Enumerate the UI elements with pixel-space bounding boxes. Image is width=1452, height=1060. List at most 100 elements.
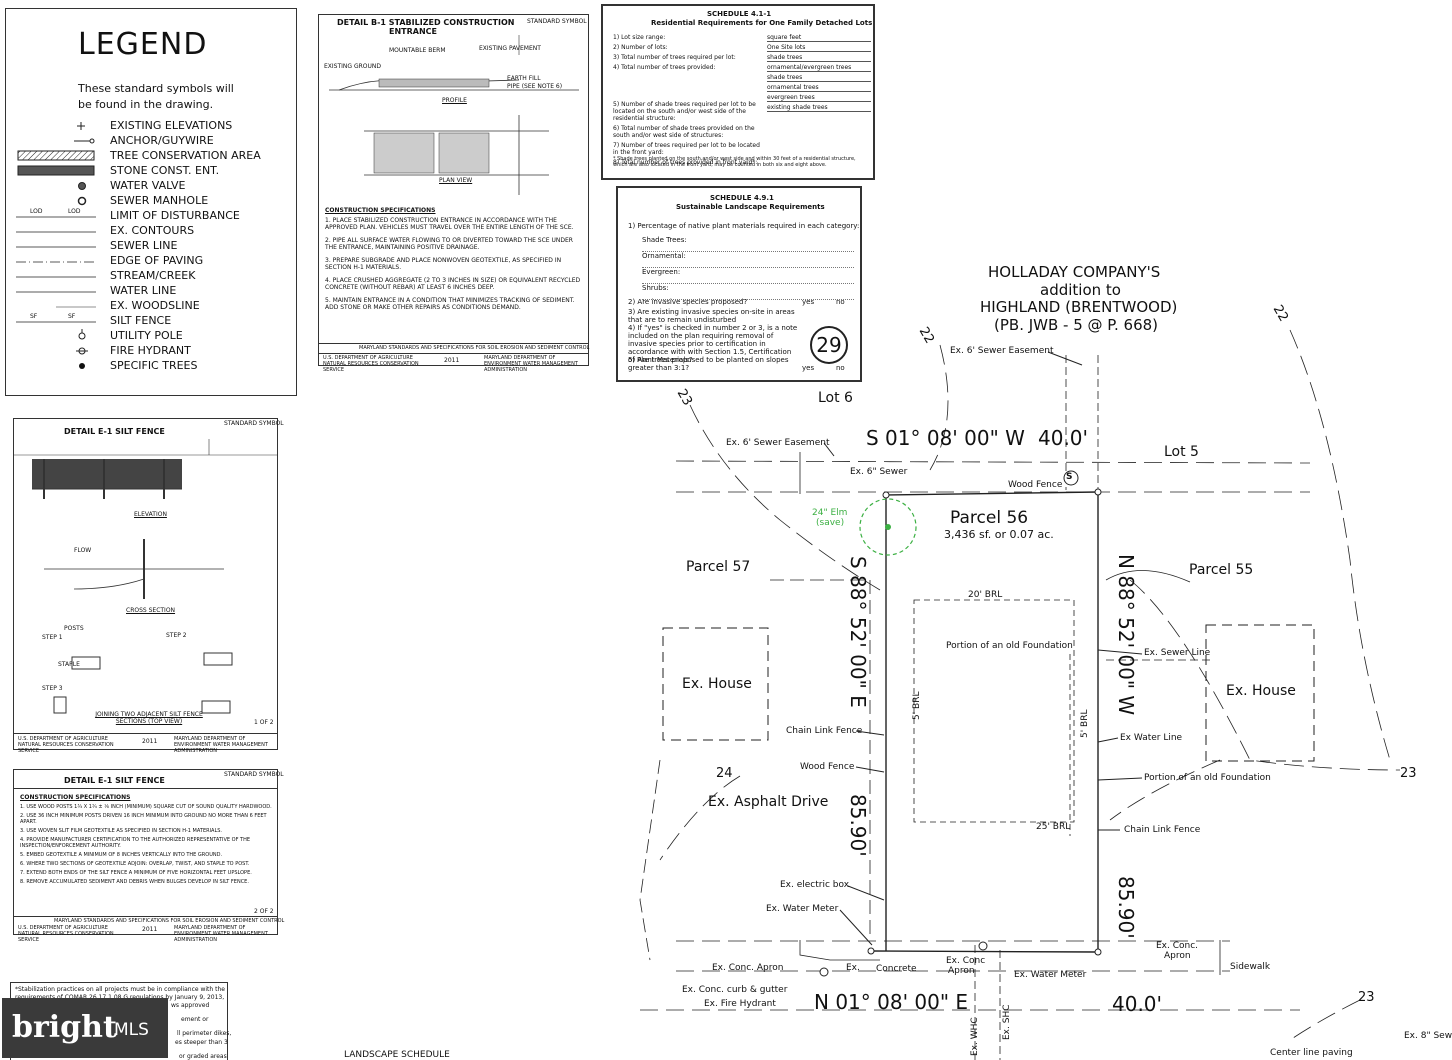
legend-item-label: STREAM/CREEK — [110, 269, 196, 282]
schedule-491-q5: 5) Are trees proposed to be planted on s… — [628, 356, 789, 372]
detail-e1-sheet-2: DETAIL E-1 SILT FENCE STANDARD SYMBOL CO… — [13, 769, 284, 943]
fire-hydrant-label: Ex. Fire Hydrant — [704, 999, 776, 1009]
bearing-right: N 88° 52' 00" W — [1114, 554, 1138, 716]
conc-apron-mid-label-2: Apron — [948, 966, 975, 976]
schedule-411-title-2: Residential Requirements for One Family … — [651, 19, 873, 27]
brl-box — [913, 599, 1075, 823]
schedule-491-no-1: no — [836, 298, 845, 306]
legend-line-tag: SF — [68, 313, 76, 320]
wood-fence-top-label: Wood Fence — [1008, 480, 1063, 490]
schedule-row: 3) Total number of trees required per lo… — [613, 54, 736, 61]
conc-apron-left-label: Ex. Conc. Apron — [712, 963, 784, 973]
note-line-1: *Stabilization practices on all projects… — [15, 986, 225, 993]
legend-item: UTILITY POLE — [6, 329, 296, 344]
schedule-right-cell: One Site lots — [767, 44, 871, 52]
ex-sewer-line-label: Ex. Sewer Line — [1144, 648, 1211, 658]
detail-e1-posts: POSTS — [64, 625, 84, 632]
detail-e1-title: DETAIL E-1 SILT FENCE — [64, 427, 165, 436]
ex-house-left-outline — [662, 627, 769, 741]
schedule-491-intro: 1) Percentage of native plant materials … — [628, 222, 860, 230]
legend-item-label: EDGE OF PAVING — [110, 254, 204, 267]
schedule-right-cell: square feet — [767, 34, 871, 42]
detail-e1b-page: 2 OF 2 — [254, 908, 274, 915]
detail-e1b-footer-top: MARYLAND STANDARDS AND SPECIFICATIONS FO… — [54, 918, 285, 924]
note-line-2: requirements of COMAR 26.17.1.08 G regul… — [15, 994, 225, 1001]
dot-icon — [16, 359, 96, 374]
legend-item-label: FIRE HYDRANT — [110, 344, 191, 357]
schedule-491-categories: Shade Trees:Ornamental:Evergreen:Shrubs: — [642, 236, 854, 300]
schedule-right-cell: evergreen trees — [767, 94, 871, 102]
detail-e1-elevation: ELEVATION — [134, 511, 167, 518]
detail-e1b-title: DETAIL E-1 SILT FENCE — [64, 776, 165, 785]
legend-item: FIRE HYDRANT — [6, 344, 296, 359]
note-line-4: ement or — [181, 1016, 209, 1023]
schedule-411-rows: 1) Lot size range:2) Number of lots:3) T… — [613, 34, 763, 169]
detail-e1-footer: U.S. DEPARTMENT OF AGRICULTURE NATURAL R… — [14, 733, 278, 754]
schedule-row: 8) Total number of trees provided in fro… — [613, 159, 758, 166]
foundation-top-label: Portion of an old Foundation — [946, 641, 1073, 651]
legend-subtitle: These standard symbols will be found in … — [78, 81, 234, 113]
schedule-491-category: Evergreen: — [642, 268, 854, 284]
elm-tree-trunk — [885, 524, 891, 530]
ex-water-line-label: Ex Water Line — [1120, 733, 1183, 743]
curb-gutter-label: Ex. Conc. curb & gutter — [682, 985, 788, 995]
list-item: 1. USE WOOD POSTS 1¾ X 1¾ ± ⅛ INCH (MINI… — [20, 804, 272, 810]
boundary-south — [869, 950, 1099, 953]
detail-b1-pipe: PIPE (SEE NOTE 6) — [507, 83, 563, 90]
legend-item: SEWER MANHOLE — [6, 194, 296, 209]
plat-title-line3: HIGHLAND (BRENTWOOD) — [980, 298, 1178, 316]
stone-icon — [16, 164, 96, 179]
ex-house-right-label: Ex. House — [1226, 683, 1296, 699]
distance-left: 85.90' — [846, 794, 870, 857]
detail-b1-sheet: DETAIL B-1 STABILIZED CONSTRUCTION ENTRA… — [318, 14, 589, 373]
anchor-icon — [16, 134, 96, 149]
note-line-5: ll perimeter dikes, — [177, 1030, 232, 1037]
detail-b1-title-2: ENTRANCE — [389, 27, 437, 36]
elm-save-label: (save) — [816, 518, 845, 528]
concrete-label: Concrete — [876, 964, 917, 974]
legend-subtitle-line1: These standard symbols will — [78, 82, 234, 95]
schedule-right-cell: shade trees — [767, 54, 871, 62]
center-line-label: Center line paving — [1270, 1048, 1353, 1058]
legend-item: EXISTING ELEVATIONS — [6, 119, 296, 134]
brl-5-left-label: 5' BRL — [912, 691, 922, 720]
valve-icon — [16, 179, 96, 194]
detail-e1-step3: STEP 3 — [42, 685, 63, 692]
schedule-491-yes-1: yes — [802, 298, 815, 306]
detail-e1-drawing — [14, 439, 278, 714]
legend-item: ANCHOR/GUYWIRE — [6, 134, 296, 149]
line-icon — [16, 239, 96, 254]
distance-right: 85.90' — [1114, 876, 1138, 939]
detail-e1-footer-right: MARYLAND DEPARTMENT OF ENVIRONMENT WATER… — [174, 736, 268, 754]
plat-title-line2: addition to — [1040, 281, 1121, 299]
schedule-row: 5) Number of shade trees required per lo… — [613, 101, 756, 122]
landscape-schedule-label: LANDSCAPE SCHEDULE — [344, 1050, 450, 1060]
legend-item-label: ANCHOR/GUYWIRE — [110, 134, 214, 147]
legend-item: STREAM/CREEK — [6, 269, 296, 284]
list-item: 6. WHERE TWO SECTIONS OF GEOTEXTILE ADJO… — [20, 861, 250, 867]
sewer-easement-label: Ex. 6' Sewer Easement — [726, 438, 830, 448]
detail-e1b-spec-heading: CONSTRUCTION SPECIFICATIONS — [20, 794, 131, 801]
detail-e1b-footer-year: 2011 — [142, 926, 158, 933]
legend-line-tag: LOD — [30, 208, 43, 215]
distance-bottom: 40.0' — [1112, 992, 1163, 1016]
schedule-right-cell: shade trees — [767, 74, 871, 82]
bearing-bottom: N 01° 08' 00" E — [814, 990, 969, 1014]
hatch-icon — [16, 149, 96, 164]
lot-6-label: Lot 6 — [818, 390, 853, 406]
note-line-7: or graded areas — [179, 1053, 227, 1060]
brl-20-label: 20' BRL — [968, 590, 1003, 600]
distance-top: 40.0' — [1038, 426, 1089, 450]
schedule-491-title-1: SCHEDULE 4.9.1 — [710, 194, 774, 202]
legend-item-label: TREE CONSERVATION AREA — [110, 149, 261, 162]
detail-b1-drawing — [329, 35, 579, 195]
note-line-6: es steeper than 3 — [175, 1039, 228, 1046]
logo-mls: MLS — [114, 1020, 149, 1040]
brl-5-right-label: 5' BRL — [1080, 709, 1090, 738]
detail-b1-title-1: DETAIL B-1 STABILIZED CONSTRUCTION — [337, 18, 515, 27]
list-item: 2. USE 36 INCH MINIMUM POSTS DRIVEN 16 I… — [20, 813, 267, 825]
detail-b1-specs: 1. PLACE STABILIZED CONSTRUCTION ENTRANC… — [325, 217, 583, 317]
pole-icon — [16, 329, 96, 344]
